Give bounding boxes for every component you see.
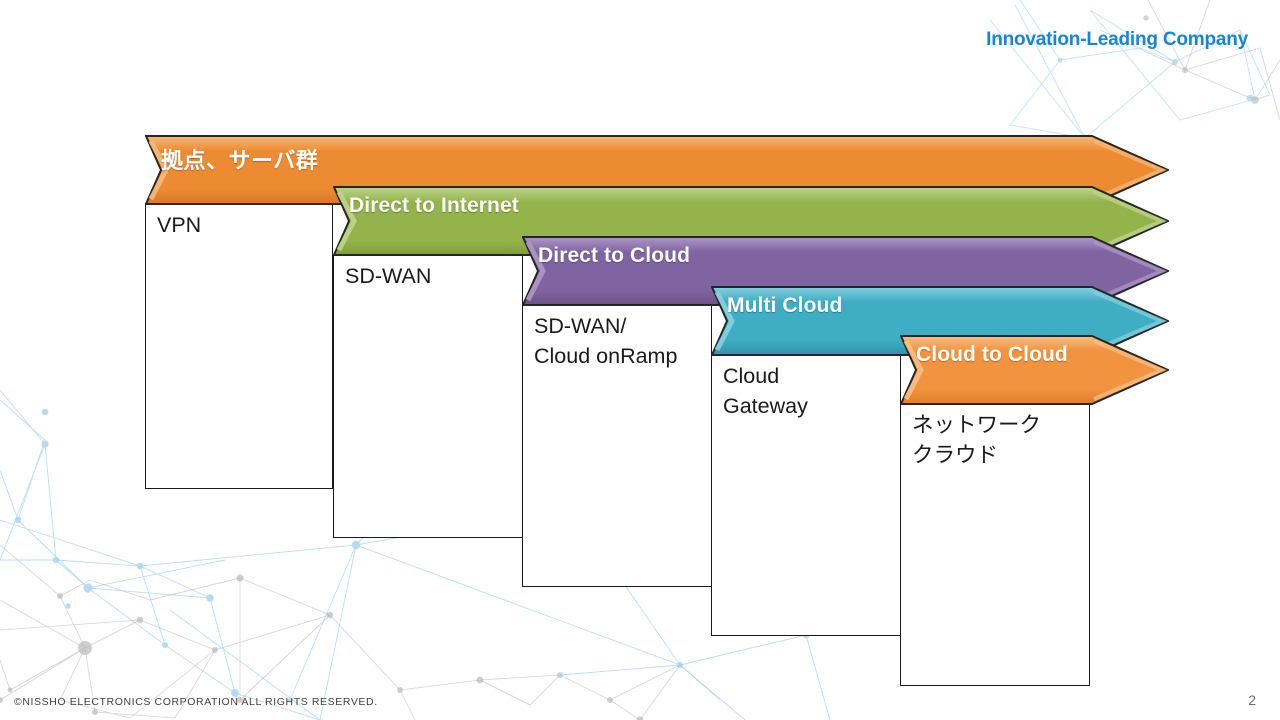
stage-body-text-4: Cloud Gateway bbox=[723, 364, 808, 418]
stage-arrow-label-3: Direct to Cloud bbox=[538, 244, 690, 267]
header-tagline: Innovation-Leading Company bbox=[986, 29, 1248, 50]
stage-body-1: VPN bbox=[145, 204, 333, 489]
stage-body-text-1: VPN bbox=[157, 213, 202, 237]
stage-arrow-label-5: Cloud to Cloud bbox=[916, 343, 1068, 366]
stage-arrow-label-2: Direct to Internet bbox=[349, 194, 519, 217]
stage-arrow-label-1: 拠点、サーバ群 bbox=[161, 148, 319, 173]
stage-body-text-3: SD-WAN/ Cloud onRamp bbox=[534, 314, 678, 368]
stage-body-5: ネットワーク クラウド bbox=[900, 404, 1090, 686]
stage-arrow-5: Cloud to Cloud bbox=[900, 335, 1169, 405]
page-number: 2 bbox=[1248, 692, 1256, 708]
stage-body-text-5: ネットワーク クラウド bbox=[912, 413, 1042, 467]
stage-body-4: Cloud Gateway bbox=[711, 355, 901, 636]
footer-copyright: ©NISSHO ELECTRONICS CORPORATION ALL RIGH… bbox=[14, 696, 378, 708]
stage-arrow-label-4: Multi Cloud bbox=[727, 294, 843, 317]
stage-body-text-2: SD-WAN bbox=[345, 264, 432, 288]
stage-body-3: SD-WAN/ Cloud onRamp bbox=[522, 305, 712, 587]
stage-body-2: SD-WAN bbox=[333, 255, 523, 538]
